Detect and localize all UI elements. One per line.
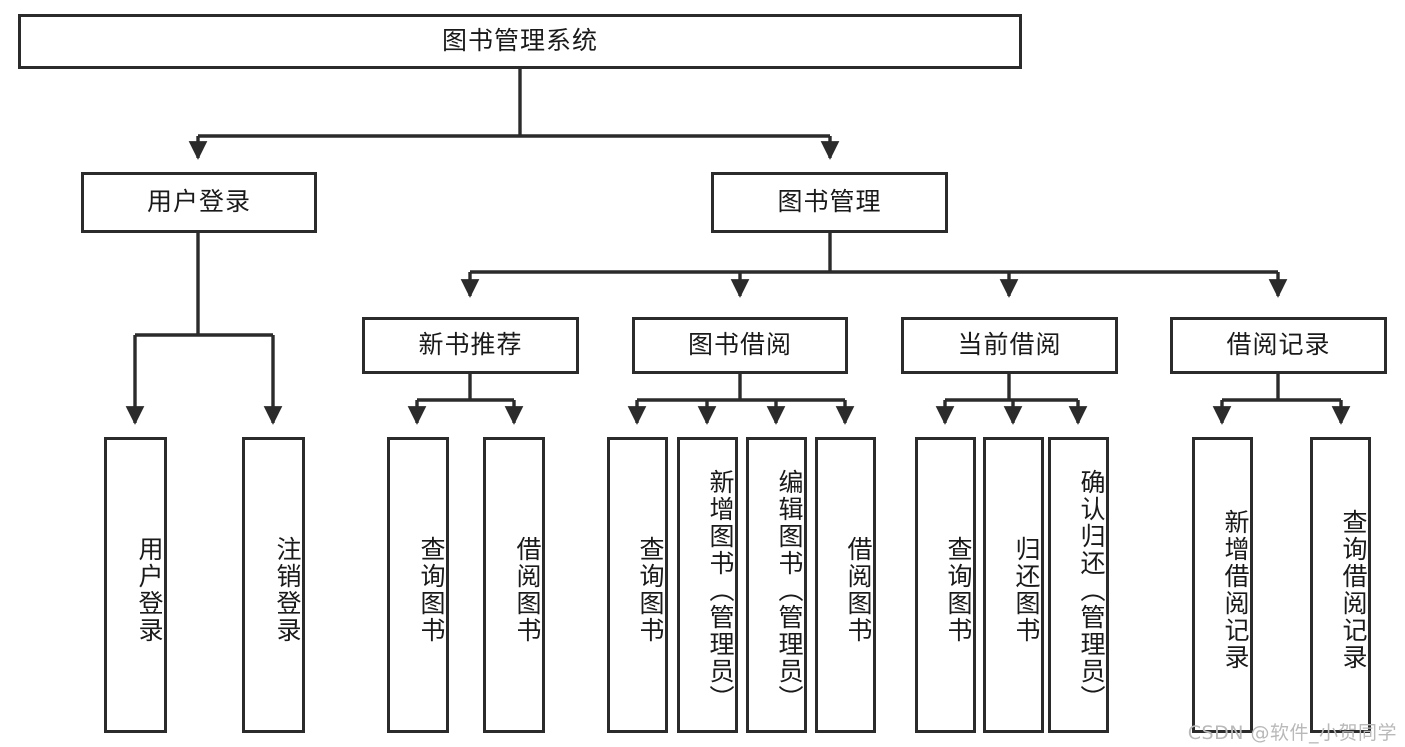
node-label: 查询图书	[417, 536, 446, 644]
node-label: 借阅图书	[513, 536, 542, 644]
node-book-borrow[interactable]: 图书借阅	[632, 317, 848, 374]
node-book-management[interactable]: 图书管理	[711, 172, 948, 233]
node-label: 借阅图书	[844, 536, 873, 644]
leaf-query-book-recommend[interactable]: 查询图书	[387, 437, 449, 733]
leaf-query-book-current[interactable]: 查询图书	[915, 437, 976, 733]
node-user-login[interactable]: 用户登录	[81, 172, 317, 233]
leaf-user-login[interactable]: 用户登录	[104, 437, 167, 733]
leaf-confirm-return-admin[interactable]: 确认归还（管理员）	[1048, 437, 1109, 733]
node-label: 确认归还（管理员）	[1077, 468, 1106, 712]
node-label: 归还图书	[1012, 536, 1041, 644]
node-label: 图书管理	[777, 187, 882, 217]
node-label: 借阅记录	[1226, 330, 1331, 360]
node-label: 用户登录	[146, 187, 251, 217]
node-label: 查询借阅记录	[1339, 509, 1368, 671]
node-label: 注销登录	[273, 536, 302, 644]
node-label: 编辑图书（管理员）	[775, 468, 804, 712]
node-borrow-record[interactable]: 借阅记录	[1170, 317, 1387, 374]
leaf-add-borrow-record[interactable]: 新增借阅记录	[1192, 437, 1253, 733]
watermark: CSDN @软件_小贺同学	[1187, 722, 1397, 744]
node-label: 查询图书	[636, 536, 665, 644]
node-label: 新增借阅记录	[1221, 509, 1250, 671]
node-label: 查询图书	[944, 536, 973, 644]
leaf-borrow-book[interactable]: 借阅图书	[815, 437, 876, 733]
node-new-book-recommend[interactable]: 新书推荐	[362, 317, 579, 374]
node-label: 当前借阅	[957, 330, 1062, 360]
node-current-borrow[interactable]: 当前借阅	[901, 317, 1118, 374]
node-label: 图书借阅	[687, 330, 792, 360]
leaf-add-book-admin[interactable]: 新增图书（管理员）	[677, 437, 738, 733]
node-label: 新增图书（管理员）	[706, 468, 735, 712]
node-label: 用户登录	[135, 536, 164, 644]
leaf-return-book[interactable]: 归还图书	[983, 437, 1044, 733]
leaf-borrow-book-recommend[interactable]: 借阅图书	[483, 437, 545, 733]
leaf-query-book-borrow[interactable]: 查询图书	[607, 437, 668, 733]
leaf-logout[interactable]: 注销登录	[242, 437, 305, 733]
node-label: 图书管理系统	[441, 26, 598, 56]
leaf-query-borrow-record[interactable]: 查询借阅记录	[1310, 437, 1371, 733]
leaf-edit-book-admin[interactable]: 编辑图书（管理员）	[746, 437, 807, 733]
node-root-library-system[interactable]: 图书管理系统	[18, 14, 1022, 69]
node-label: 新书推荐	[418, 330, 523, 360]
